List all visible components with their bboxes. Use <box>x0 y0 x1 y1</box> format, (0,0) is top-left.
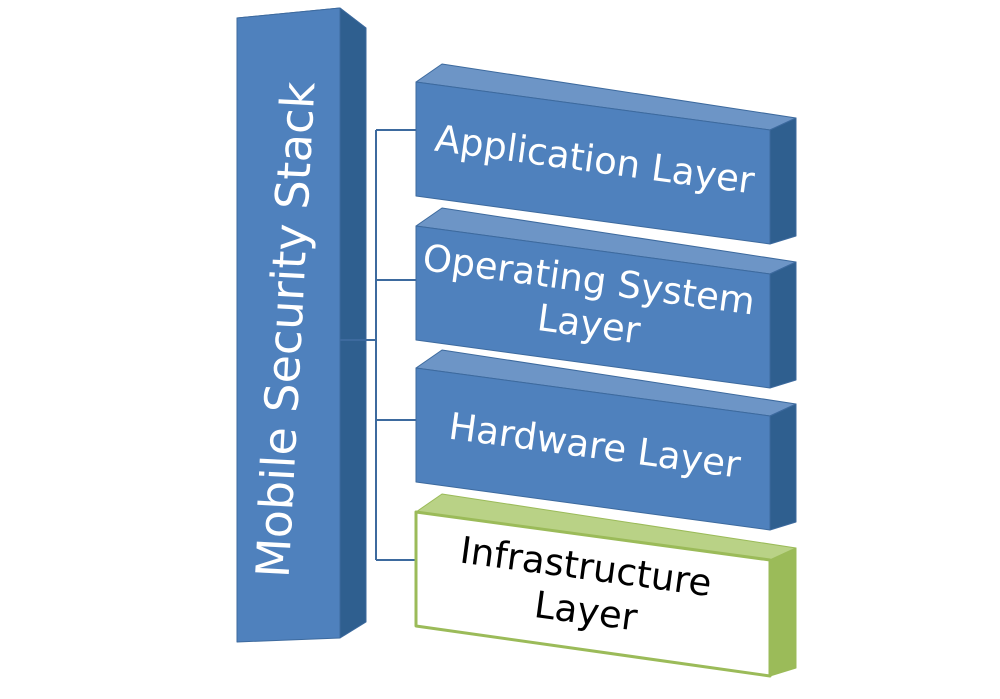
layer-application: Application Layer <box>415 63 797 245</box>
stack-title-block-side <box>339 7 367 639</box>
layer-hardware-face <box>415 367 771 531</box>
layer-operating-system-face <box>415 225 771 389</box>
layer-infrastructure-side <box>769 547 797 677</box>
layer-hardware: Hardware Layer <box>415 349 797 531</box>
stack-title-block: Mobile Security Stack <box>236 7 367 643</box>
layer-operating-system: Operating System Layer <box>415 207 797 389</box>
layer-application-face <box>415 81 771 245</box>
connector-lines <box>340 129 416 561</box>
layer-application-side <box>769 117 797 245</box>
layer-infrastructure-face <box>414 510 772 678</box>
stack-title-block-face <box>236 7 341 643</box>
layer-infrastructure: Infrastructure Layer <box>414 493 797 678</box>
layer-hardware-side <box>769 403 797 531</box>
layer-operating-system-side <box>769 261 797 389</box>
